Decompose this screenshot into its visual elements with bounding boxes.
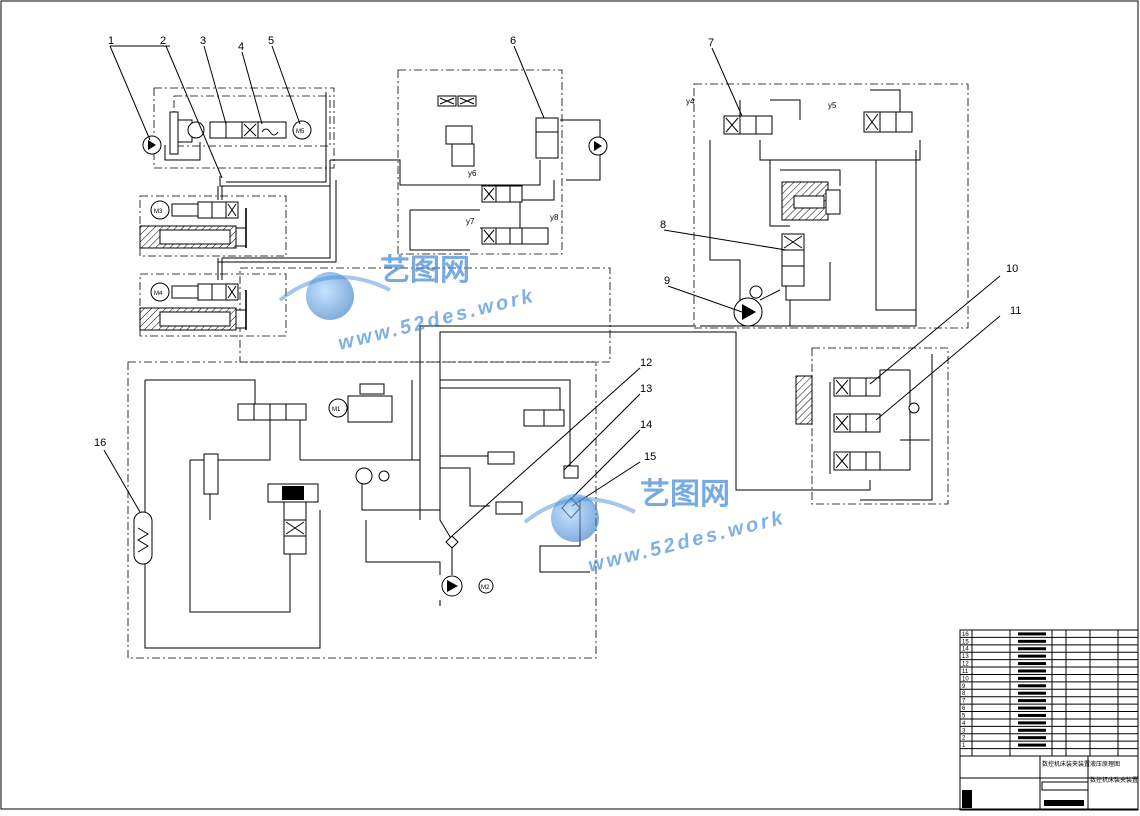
parts-row-number: 8: [962, 691, 966, 697]
parts-row-name: [1018, 684, 1046, 688]
title-lower: 数控机床装夹装置: [1090, 776, 1138, 784]
parts-row-name: [1018, 699, 1046, 703]
part-label-2: 2: [160, 35, 166, 47]
part-label-16: 16: [94, 437, 106, 449]
part-label-15: 15: [644, 451, 656, 463]
parts-row-number: 11: [962, 669, 969, 675]
parts-row-number: 9: [962, 684, 966, 690]
watermark-2: 艺图网 www.52des.work: [523, 478, 788, 577]
watermark-1: 艺图网 www.52des.work: [278, 254, 538, 355]
parts-row-name: [1018, 713, 1046, 717]
parts-row-number: 12: [962, 662, 969, 668]
parts-row-name: [1018, 721, 1046, 725]
solenoid-label-y7: y7: [466, 217, 475, 226]
parts-row-number: 2: [962, 736, 966, 742]
parts-row-name: [1018, 632, 1046, 636]
leader-lines: [103, 45, 1001, 537]
part-label-10: 10: [1006, 263, 1018, 275]
valve-10-11-group: [795, 375, 920, 471]
watermark-brand: 艺图网: [640, 478, 730, 511]
valve-3: M5: [187, 120, 312, 140]
part-label-3: 3: [200, 35, 206, 47]
svg-text:M1: M1: [332, 407, 341, 413]
part-label-12: 12: [640, 357, 652, 369]
part-label-5: 5: [268, 35, 274, 47]
solenoid-label-y8: y8: [550, 213, 559, 222]
parts-row-name: [1018, 691, 1046, 695]
part-label-9: 9: [664, 275, 670, 287]
svg-text:M2: M2: [481, 585, 490, 591]
parts-row-number: 3: [962, 728, 966, 734]
parts-row-number: 7: [962, 699, 966, 705]
parts-row-number: 16: [962, 632, 969, 638]
solenoid-label-y5: y5: [828, 101, 837, 110]
parts-row-number: 10: [962, 676, 969, 682]
parts-row-name: [1018, 736, 1046, 740]
part-label-8: 8: [660, 219, 666, 231]
part-label-6: 6: [510, 35, 516, 47]
part-label-1: 1: [108, 35, 114, 47]
part-label-7: 7: [708, 37, 714, 49]
parts-row-number: 1: [962, 743, 966, 749]
parts-row-name: [1018, 676, 1046, 680]
part-label-11: 11: [1010, 305, 1021, 317]
parts-row-number: 6: [962, 706, 966, 712]
svg-text:M3: M3: [154, 209, 163, 215]
solenoid-label-y6: y6: [468, 169, 477, 178]
valve-8-pump-9: [733, 233, 805, 327]
watermark-url: www.52des.work: [336, 285, 538, 355]
center-lower-group: M1 M2: [328, 383, 581, 597]
valve-6-group: [437, 95, 608, 245]
parts-row-number: 13: [962, 654, 969, 660]
parts-row-name: [1018, 728, 1046, 732]
globe-logo-icon: [306, 272, 354, 320]
globe-logo-icon: [551, 494, 599, 542]
lower-left-group: [133, 403, 319, 565]
m4-actuator: M4: [139, 282, 247, 331]
parts-row-number: 5: [962, 713, 966, 719]
solenoid-labels: y4 y5 y6 y7 y8: [466, 97, 837, 226]
m3-actuator: M3: [139, 200, 247, 249]
solenoid-label-y4: y4: [686, 97, 695, 106]
watermark-brand: 艺图网: [380, 254, 470, 287]
pump-1: [142, 111, 193, 155]
valve-7-group: [723, 111, 913, 221]
parts-row-number: 4: [962, 721, 966, 727]
pipelines: [144, 89, 933, 649]
parts-row-name: [1018, 654, 1046, 658]
parts-row-number: 14: [962, 647, 969, 653]
part-label-13: 13: [640, 383, 652, 395]
part-label-14: 14: [640, 419, 652, 431]
parts-row-name: [1018, 647, 1046, 651]
parts-row-name: [1018, 639, 1046, 643]
watermark-url: www.52des.work: [586, 507, 788, 577]
parts-row-number: 15: [962, 639, 969, 645]
svg-text:M5: M5: [296, 129, 305, 135]
part-labels: 1 2 3 4 5 6 7 8 9 10 11 12 13 14 15 16: [94, 35, 1021, 463]
parts-row-name: [1018, 743, 1046, 747]
parts-row-name: [1018, 706, 1046, 710]
parts-row-name: [1018, 662, 1046, 666]
part-label-4: 4: [238, 41, 244, 53]
svg-text:M4: M4: [154, 291, 163, 297]
title-upper: 数控机床装夹装置液压原理图: [1042, 760, 1120, 768]
parts-row-name: [1018, 669, 1046, 673]
